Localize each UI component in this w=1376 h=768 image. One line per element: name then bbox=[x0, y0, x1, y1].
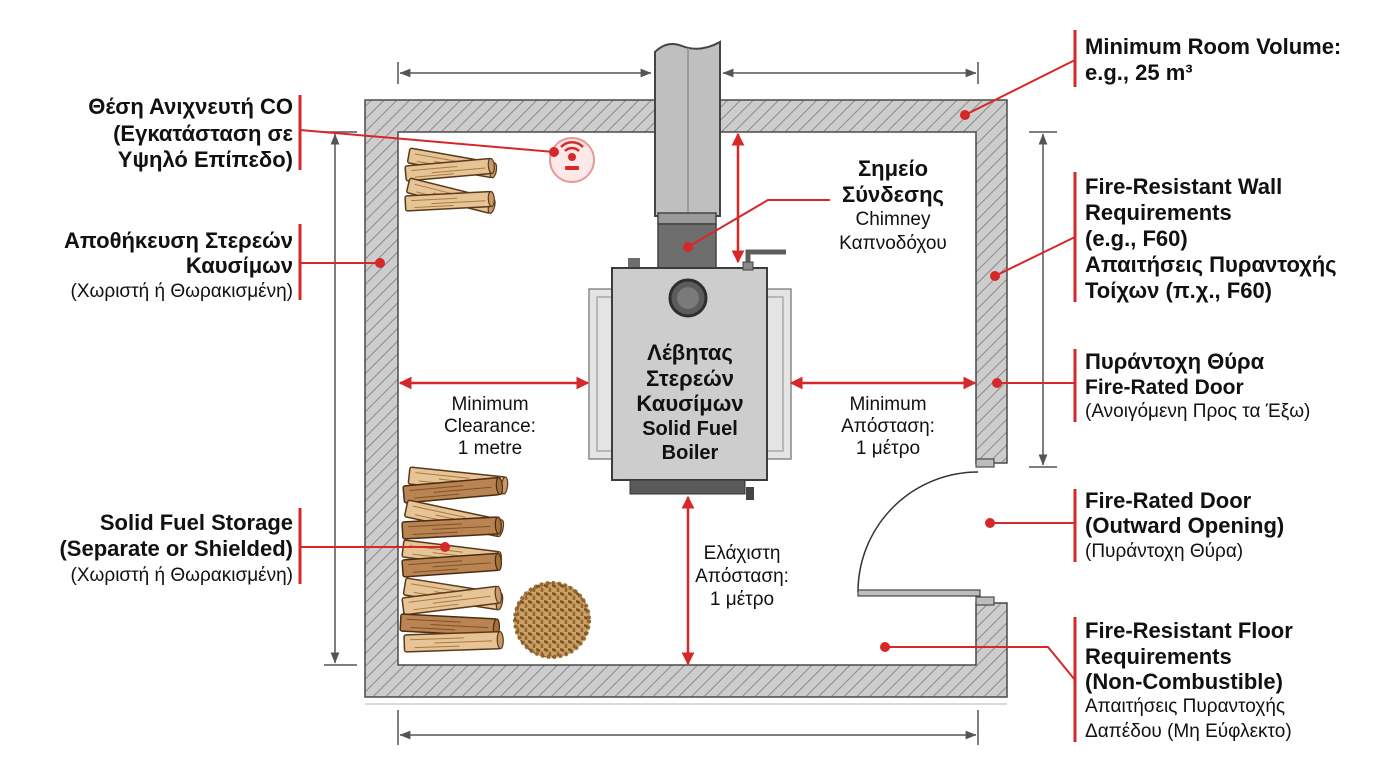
callout-fuel-storage-en bbox=[298, 508, 450, 584]
fire-floor-sublabel: Δαπέδου (Μη Εύφλεκτο) bbox=[1085, 721, 1292, 742]
fuel-storage-gr-label: Αποθήκευση Στερεών bbox=[64, 228, 293, 253]
room-walls bbox=[364, 99, 1008, 705]
callout-fire-door-gr bbox=[992, 349, 1077, 422]
door-frame-bottom bbox=[975, 596, 995, 606]
fire-wall-label: Fire-Resistant Wall bbox=[1085, 174, 1282, 199]
boiler-label: Στερεών bbox=[646, 366, 734, 391]
callout-fire-floor bbox=[880, 617, 1077, 742]
wood-pellets-icon bbox=[513, 581, 591, 659]
co-detector-label: Θέση Ανιχνευτή CO bbox=[88, 94, 293, 119]
callout-room-volume bbox=[960, 30, 1077, 120]
top-dimension-line bbox=[397, 62, 979, 84]
fire-door-gr-label: Fire-Rated Door bbox=[1085, 376, 1244, 399]
boiler-label-en: Solid Fuel bbox=[642, 418, 738, 440]
callout-co-detector bbox=[298, 95, 559, 170]
boiler-icon bbox=[588, 249, 792, 500]
clearance-left-label: Minimum bbox=[451, 394, 528, 415]
fire-wall-label: Requirements bbox=[1085, 200, 1232, 225]
clearance-bottom-label: Ελάχιστη bbox=[704, 543, 781, 564]
callout-fire-wall bbox=[990, 172, 1077, 302]
clearance-right-label: Απόσταση: bbox=[841, 416, 935, 437]
bottom-dimension-line bbox=[397, 710, 979, 745]
fire-floor-label: (Non-Combustible) bbox=[1085, 669, 1283, 694]
fire-wall-label: (e.g., F60) bbox=[1085, 226, 1188, 251]
fire-door-en-label: (Outward Opening) bbox=[1085, 513, 1284, 538]
clearance-bottom-label: Απόσταση: bbox=[695, 566, 789, 587]
room-volume-value: e.g., 25 m³ bbox=[1085, 60, 1193, 85]
boiler-label-en: Boiler bbox=[662, 442, 719, 464]
callout-chimney-connection bbox=[683, 199, 830, 252]
fire-door-gr-sublabel: (Ανοιγόμενη Προς τα Έξω) bbox=[1085, 401, 1310, 422]
clearance-left-value: 1 metre bbox=[458, 438, 522, 459]
fuel-storage-gr-label: Καυσίμων bbox=[186, 253, 293, 278]
fuel-storage-gr-sublabel: (Χωριστή ή Θωρακισμένη) bbox=[71, 281, 293, 302]
fuel-storage-en-label: (Separate or Shielded) bbox=[59, 536, 293, 561]
fuel-storage-en-label: Solid Fuel Storage bbox=[100, 510, 293, 535]
clearance-right-label: Minimum bbox=[849, 394, 926, 415]
fire-resistant-wall bbox=[364, 99, 1008, 698]
co-detector-label: Υψηλό Επίπεδο) bbox=[118, 147, 293, 172]
fire-floor-label: Fire-Resistant Floor bbox=[1085, 618, 1293, 643]
firewood-stack-icon bbox=[404, 147, 499, 215]
co-detector-label: (Εγκατάσταση σε bbox=[113, 121, 293, 146]
room-volume-label: Minimum Room Volume: bbox=[1085, 34, 1341, 59]
chimney-connection-sublabel: Καπνοδόχου bbox=[839, 233, 947, 254]
chimney-pipe-icon bbox=[654, 40, 721, 270]
co-detector-icon bbox=[549, 137, 595, 183]
chimney-connection-sublabel: Chimney bbox=[856, 209, 931, 230]
fire-floor-sublabel: Απαιτήσεις Πυραντοχής bbox=[1085, 696, 1285, 717]
clearance-bottom-value: 1 μέτρο bbox=[710, 589, 774, 610]
boiler-label: Καυσίμων bbox=[636, 391, 743, 416]
boiler-label: Λέβητας bbox=[647, 340, 733, 365]
right-dimension-line bbox=[1029, 131, 1057, 468]
clearance-left-label: Clearance: bbox=[444, 416, 536, 437]
fuel-storage-en-sublabel: (Χωριστή ή Θωρακισμένη) bbox=[71, 565, 293, 586]
fire-door-gr-label: Πυράντοχη Θύρα bbox=[1085, 349, 1265, 374]
callout-fire-door-en bbox=[985, 489, 1077, 562]
fire-door-en-label: Fire-Rated Door bbox=[1085, 488, 1252, 513]
callout-fuel-storage-gr bbox=[298, 224, 385, 300]
fire-floor-label: Requirements bbox=[1085, 644, 1232, 669]
left-dimension-line bbox=[324, 131, 357, 666]
chimney-connection-label: Σημείο bbox=[858, 156, 928, 181]
fire-wall-label: Τοίχων (π.χ., F60) bbox=[1085, 278, 1272, 303]
fire-door-en-sublabel: (Πυράντοχη Θύρα) bbox=[1085, 541, 1243, 562]
door-frame-top bbox=[975, 458, 995, 468]
door-swing-icon bbox=[857, 471, 981, 597]
fire-wall-label: Απαιτήσεις Πυραντοχής bbox=[1085, 252, 1337, 277]
chimney-connection-label: Σύνδεσης bbox=[842, 182, 944, 207]
clearance-right-value: 1 μέτρο bbox=[856, 438, 920, 459]
firewood-stack-icon bbox=[399, 466, 510, 653]
